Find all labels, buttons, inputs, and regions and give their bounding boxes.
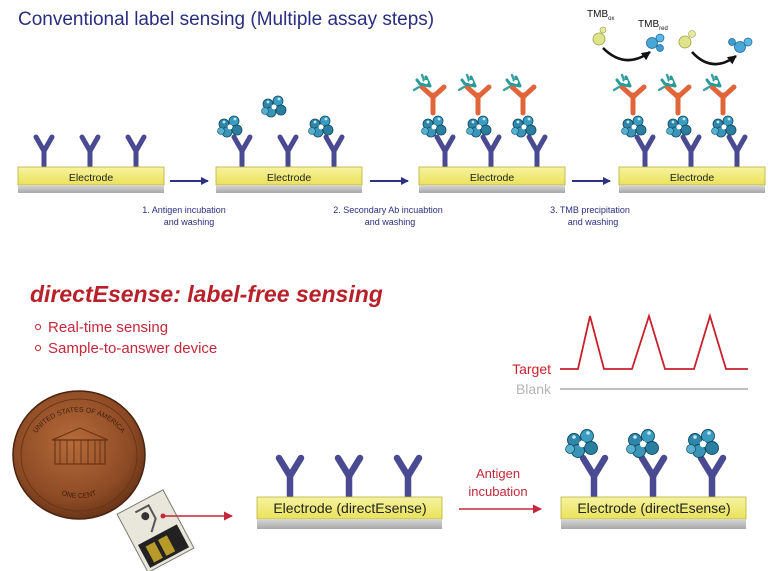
coin-rim — [20, 398, 138, 512]
bullet-marker — [34, 323, 42, 331]
electrode-base — [619, 185, 765, 193]
electrode-base — [18, 185, 164, 193]
tmb-red-molecule — [734, 41, 746, 53]
step-3-line1: 3. TMB precipitation — [550, 205, 630, 215]
capture-antibody — [397, 458, 419, 496]
step-3-line2: and washing — [568, 217, 619, 227]
secondary-antibody — [414, 75, 444, 113]
antigen — [565, 429, 598, 458]
electrode-label-direct: Electrode (directEsense) — [577, 500, 730, 516]
capture-antibody — [637, 137, 653, 166]
coin-body — [12, 390, 146, 520]
tmb-ox-molecule-small — [599, 26, 607, 34]
chip-trace — [134, 503, 157, 533]
tmb-reaction-2 — [678, 30, 753, 66]
electrode-label: Electrode — [69, 172, 114, 184]
step-2-line1: 2. Secondary Ab incuabtion — [333, 205, 443, 215]
electrode-base — [561, 519, 746, 529]
capture-antibody — [583, 458, 605, 496]
chip-highlight-dot — [160, 513, 166, 519]
capture-antibody — [36, 137, 52, 166]
capture-antibody — [234, 137, 250, 166]
antigen — [217, 115, 243, 138]
capture-antibody — [128, 137, 144, 166]
capture-antibody — [683, 137, 699, 166]
antigen — [308, 115, 334, 138]
tmb-ox-molecule-small — [688, 30, 696, 38]
chip-contact-pad — [157, 535, 176, 556]
electrode-base — [257, 519, 442, 529]
chip-electrode — [141, 512, 150, 521]
tmb-ox-molecule — [592, 32, 606, 46]
antigen — [511, 115, 537, 138]
antigen — [626, 429, 659, 458]
antigen — [621, 115, 647, 138]
tmb-red-molecule — [655, 33, 665, 43]
top-title: Conventional label sensing (Multiple ass… — [18, 9, 434, 30]
electrode-panel-1: Electrode — [17, 137, 165, 193]
arrow-label-antigen: Antigen — [476, 466, 520, 481]
capture-antibody — [729, 137, 745, 166]
bullet-marker — [34, 344, 42, 352]
electrode-label-direct: Electrode (directEsense) — [273, 500, 426, 516]
tmb-reaction-1 — [592, 26, 665, 62]
capture-antibody — [529, 137, 545, 166]
capture-antibody — [642, 458, 664, 496]
tmb-red-molecule — [743, 37, 753, 47]
bottom-title: directEsense: label-free sensing — [30, 281, 383, 307]
electrode-label: Electrode — [670, 172, 715, 184]
chip-contact-pad — [145, 541, 163, 563]
antigen — [711, 115, 737, 138]
antigen — [421, 115, 447, 138]
electrode-base — [216, 185, 362, 193]
secondary-antibody — [704, 75, 734, 113]
antigen — [466, 115, 492, 138]
secondary-antibody — [459, 75, 489, 113]
coin-building — [51, 427, 109, 465]
tmb-ox-molecule — [678, 35, 692, 49]
capture-antibody — [701, 458, 723, 496]
reaction-arrow — [602, 47, 651, 62]
capture-antibody — [326, 137, 342, 166]
step-1-line1: 1. Antigen incubation — [142, 205, 226, 215]
capture-antibody — [437, 137, 453, 166]
tmb-ox-label: TMBox — [587, 9, 614, 22]
bullet-real-time: Real-time sensing — [48, 319, 168, 336]
electrode-panel-bound: Electrode (directEsense) — [560, 429, 747, 529]
electrode-label: Electrode — [470, 172, 515, 184]
capture-antibody — [483, 137, 499, 166]
electrode-panel-4: Electrode — [614, 75, 766, 193]
electrode-base — [419, 185, 565, 193]
legend-target: Target — [512, 361, 551, 377]
electrode-panel-3: Electrode — [414, 75, 566, 193]
secondary-antibody — [659, 75, 689, 113]
capture-antibody — [338, 458, 360, 496]
antigen — [261, 95, 287, 118]
electrode-label: Electrode — [267, 172, 312, 184]
antigen — [686, 429, 719, 458]
capture-antibody — [279, 458, 301, 496]
sensor-chip — [116, 489, 195, 571]
capture-antibody — [82, 137, 98, 166]
tmb-red-molecule — [728, 38, 736, 46]
secondary-antibody — [614, 75, 644, 113]
antigen — [666, 115, 692, 138]
arrow-label-incubation: incubation — [468, 484, 527, 499]
legend-blank: Blank — [516, 381, 552, 397]
tmb-red-molecule — [656, 44, 664, 52]
target-trace — [560, 312, 748, 370]
capture-antibody — [280, 137, 296, 166]
reaction-arrow — [691, 51, 737, 66]
step-2-line2: and washing — [365, 217, 416, 227]
electrode-panel-2: Electrode — [215, 95, 363, 193]
step-1-line2: and washing — [164, 217, 215, 227]
electrode-panel-bare: Electrode (directEsense) — [256, 458, 443, 529]
tmb-red-label: TMBred — [638, 19, 668, 32]
coin-inscription-bottom: ONE CENT — [61, 490, 98, 500]
penny-coin: UNITED STATES OF AMERICA ONE CENT — [12, 390, 146, 520]
tmb-red-molecule — [646, 37, 658, 49]
secondary-antibody — [504, 75, 534, 113]
bullet-sample-to-answer: Sample-to-answer device — [48, 340, 217, 357]
